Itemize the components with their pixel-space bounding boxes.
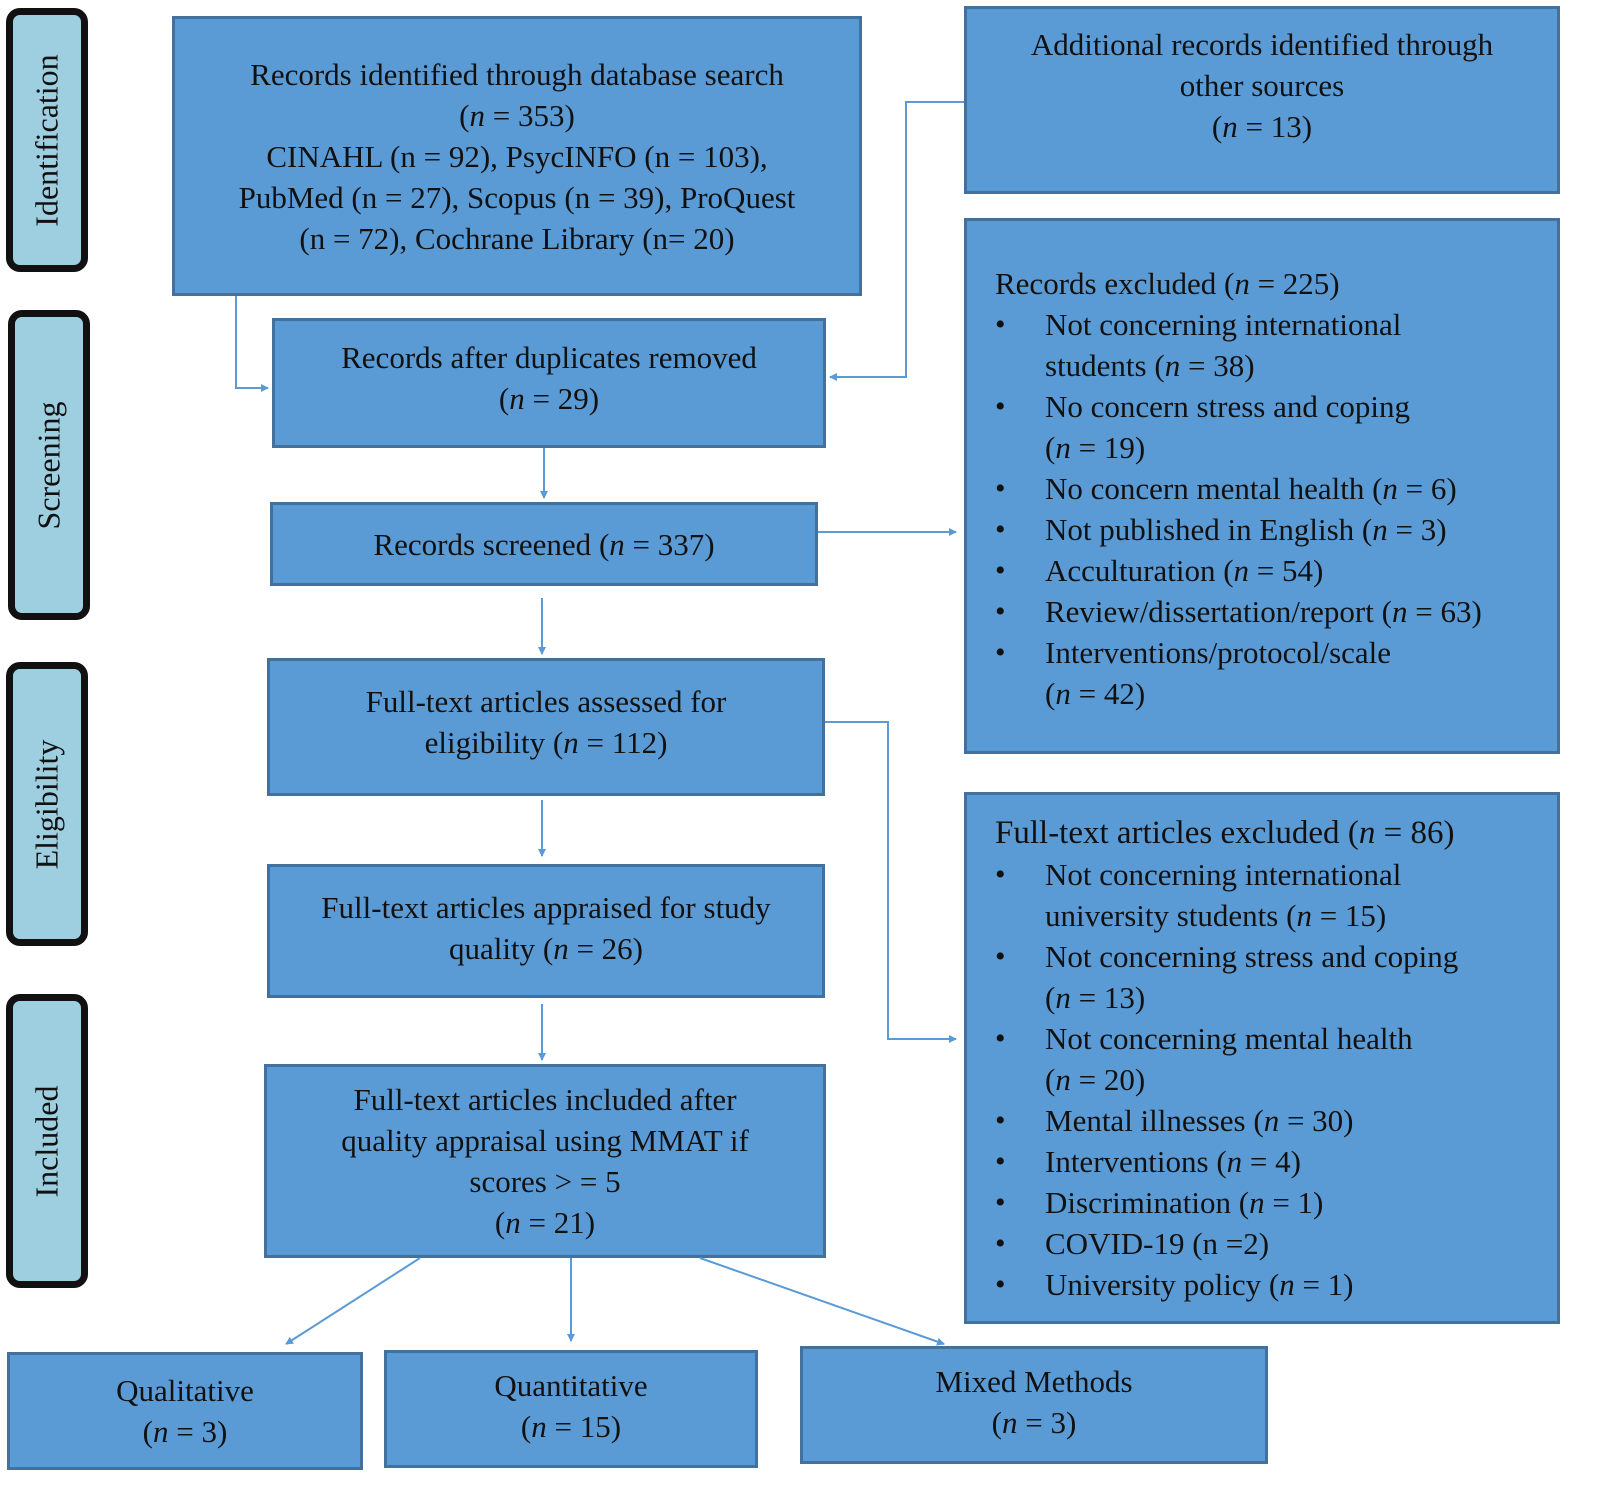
records-excluded-item: No concern mental health (n = 6) bbox=[995, 468, 1482, 509]
quantitative-count: (n = 15) bbox=[520, 1409, 622, 1444]
records-excluded-item: Review/dissertation/report (n = 63) bbox=[995, 591, 1482, 632]
included-count: (n = 21) bbox=[494, 1205, 596, 1240]
fulltext-assessed-line2: eligibility (n = 112) bbox=[424, 725, 668, 760]
arrow-database-to-duplicates bbox=[235, 296, 269, 392]
stage-included: Included bbox=[6, 994, 88, 1288]
arrow-assessed-to-fulltext-excluded bbox=[825, 721, 957, 1043]
other-sources-box: Additional records identified through ot… bbox=[964, 6, 1560, 194]
included-line1: Full-text articles included after bbox=[353, 1082, 737, 1117]
records-excluded-title: Records excluded (n = 225) bbox=[995, 266, 1340, 301]
qualitative-count: (n = 3) bbox=[142, 1414, 228, 1449]
qualitative-label: Qualitative bbox=[116, 1373, 254, 1408]
mixed-methods-box: Mixed Methods (n = 3) bbox=[800, 1346, 1268, 1464]
duplicates-removed-label: Records after duplicates removed bbox=[341, 340, 757, 375]
quantitative-label: Quantitative bbox=[494, 1368, 648, 1403]
fulltext-excluded-item: Discrimination (n = 1) bbox=[995, 1182, 1458, 1223]
fulltext-excluded-item: Interventions (n = 4) bbox=[995, 1141, 1458, 1182]
stage-identification: Identification bbox=[6, 8, 88, 272]
fulltext-appraised-line2: quality (n = 26) bbox=[449, 931, 643, 966]
records-excluded-item: Acculturation (n = 54) bbox=[995, 550, 1482, 591]
records-excluded-item: No concern stress and coping(n = 19) bbox=[995, 386, 1482, 468]
database-sources-line3: (n = 72), Cochrane Library (n= 20) bbox=[299, 220, 735, 256]
stage-screening: Screening bbox=[8, 310, 90, 620]
fulltext-appraised-line1: Full-text articles appraised for study bbox=[321, 890, 771, 925]
records-screened-box: Records screened (n = 337) bbox=[270, 502, 818, 586]
arrow-included-to-qualitative bbox=[285, 1257, 421, 1345]
fulltext-excluded-box: Full-text articles excluded (n = 86) Not… bbox=[964, 792, 1560, 1324]
duplicates-removed-count: (n = 29) bbox=[498, 381, 600, 416]
fulltext-excluded-item: University policy (n = 1) bbox=[995, 1264, 1458, 1305]
records-excluded-box: Records excluded (n = 225) Not concernin… bbox=[964, 218, 1560, 754]
database-search-box: Records identified through database sear… bbox=[172, 16, 862, 296]
mixed-methods-label: Mixed Methods bbox=[935, 1364, 1133, 1399]
arrow-other-to-duplicates bbox=[829, 101, 964, 381]
arrow-included-to-mixed bbox=[699, 1257, 945, 1346]
fulltext-excluded-item: Not concerning mental health(n = 20) bbox=[995, 1018, 1458, 1100]
database-sources-line1: CINAHL (n = 92), PsycINFO (n = 103), bbox=[266, 138, 768, 174]
records-screened-label: Records screened (n = 337) bbox=[373, 526, 715, 562]
quantitative-box: Quantitative (n = 15) bbox=[384, 1350, 758, 1468]
included-line2: quality appraisal using MMAT if bbox=[341, 1123, 749, 1158]
records-excluded-item: Interventions/protocol/scale(n = 42) bbox=[995, 632, 1482, 714]
records-excluded-item: Not published in English (n = 3) bbox=[995, 509, 1482, 550]
included-box: Full-text articles included after qualit… bbox=[264, 1064, 826, 1258]
mixed-methods-count: (n = 3) bbox=[991, 1405, 1077, 1440]
database-sources-line2: PubMed (n = 27), Scopus (n = 39), ProQue… bbox=[238, 179, 796, 215]
database-search-total: (n = 353) bbox=[459, 97, 575, 133]
fulltext-excluded-item: Not concerning stress and coping(n = 13) bbox=[995, 936, 1458, 1018]
fulltext-excluded-item: COVID-19 (n =2) bbox=[995, 1223, 1458, 1264]
fulltext-appraised-box: Full-text articles appraised for study q… bbox=[267, 864, 825, 998]
fulltext-excluded-item: Mental illnesses (n = 30) bbox=[995, 1100, 1458, 1141]
fulltext-assessed-box: Full-text articles assessed for eligibil… bbox=[267, 658, 825, 796]
fulltext-assessed-line1: Full-text articles assessed for bbox=[365, 684, 727, 719]
other-sources-line1: Additional records identified through bbox=[1030, 26, 1494, 62]
other-sources-line2: other sources bbox=[1179, 67, 1345, 103]
other-sources-count: (n = 13) bbox=[1211, 108, 1313, 144]
stage-eligibility: Eligibility bbox=[6, 662, 88, 946]
included-line3: scores > = 5 bbox=[469, 1164, 621, 1199]
qualitative-box: Qualitative (n = 3) bbox=[7, 1352, 363, 1470]
fulltext-excluded-title: Full-text articles excluded (n = 86) bbox=[995, 815, 1455, 851]
database-search-title: Records identified through database sear… bbox=[250, 56, 784, 92]
duplicates-removed-box: Records after duplicates removed (n = 29… bbox=[272, 318, 826, 448]
